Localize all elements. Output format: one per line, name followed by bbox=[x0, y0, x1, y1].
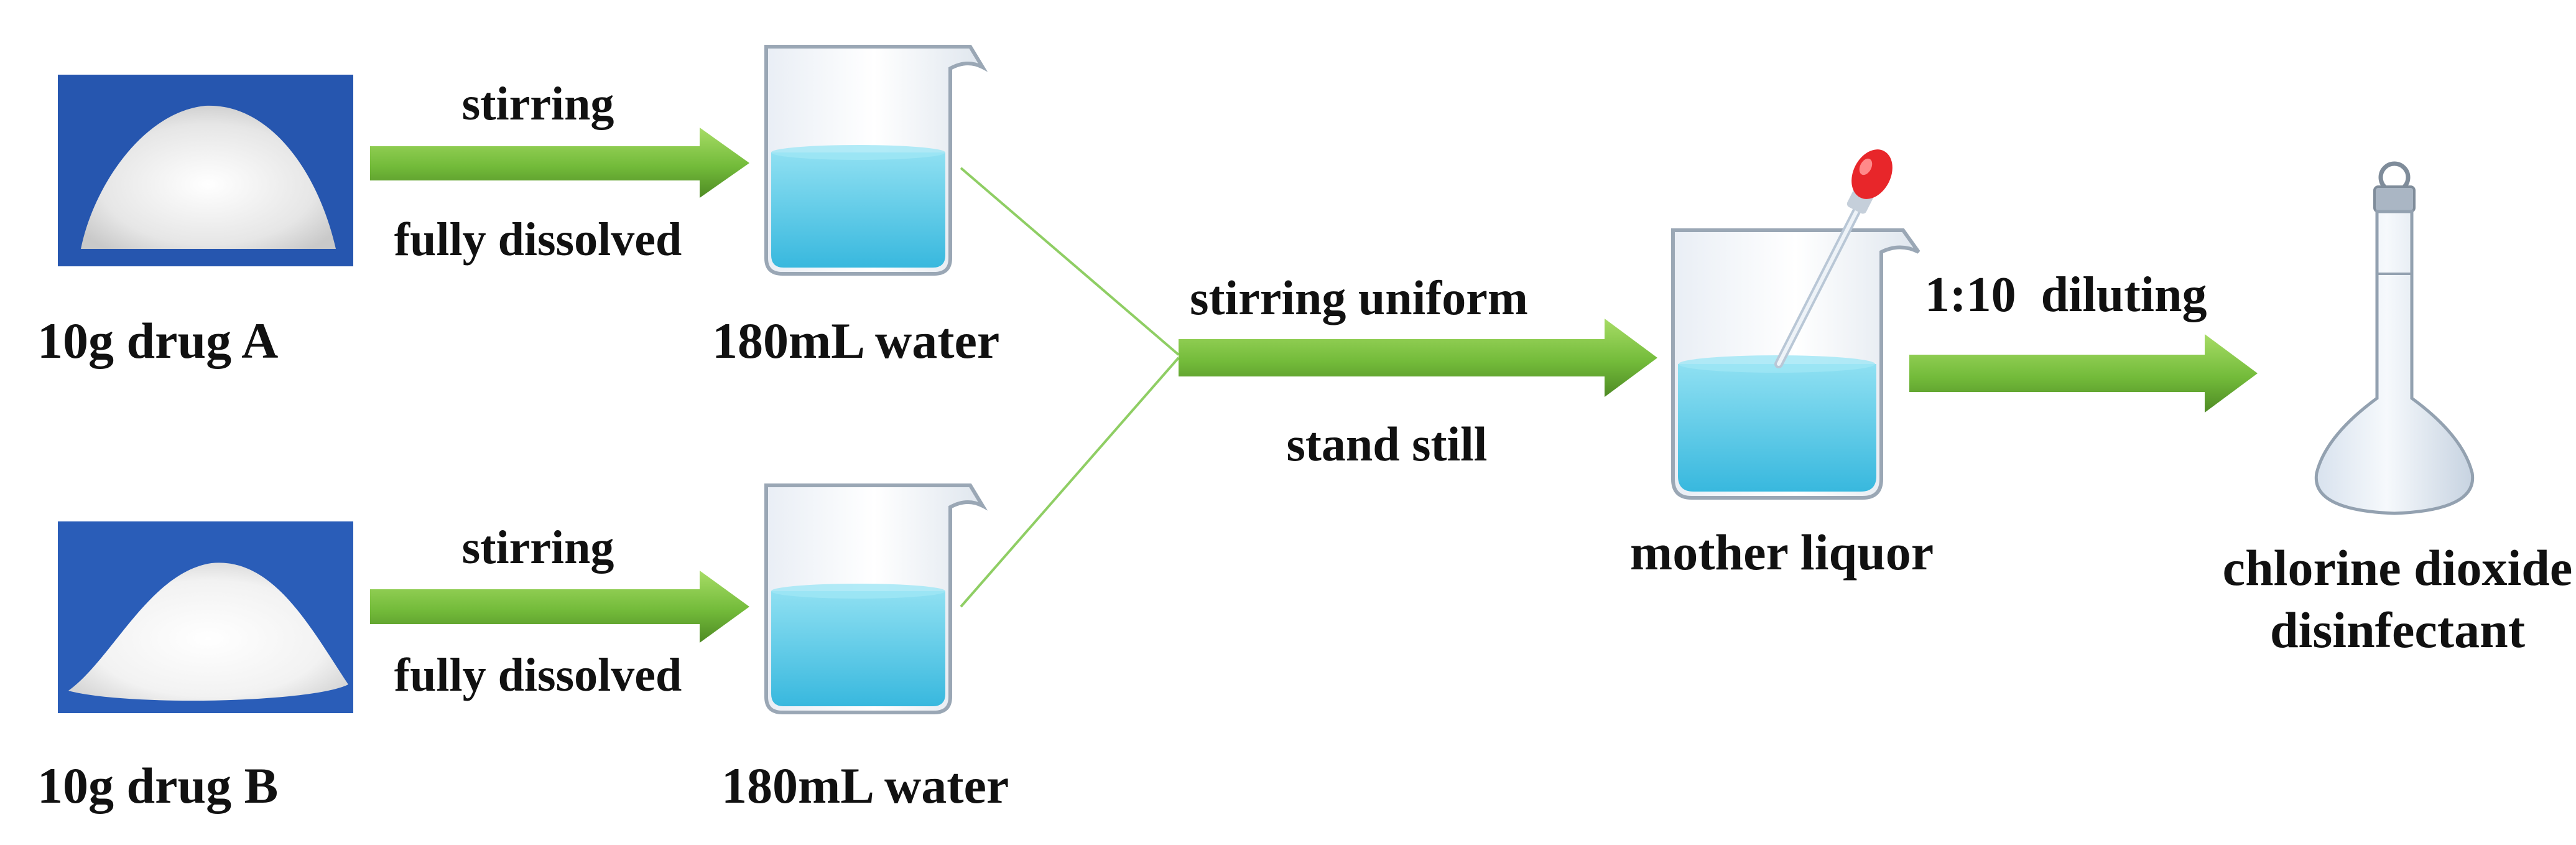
mother-liquor-label: mother liquor bbox=[1630, 524, 1934, 581]
product-label-line1: chlorine dioxide bbox=[2223, 539, 2573, 596]
drug-a-water-label: 180mL water bbox=[712, 312, 999, 369]
mix-step-bottom: stand still bbox=[1287, 417, 1488, 471]
volumetric-flask-icon bbox=[2314, 161, 2475, 515]
arrow-dissolve-b bbox=[370, 571, 749, 643]
powder-heap-icon bbox=[81, 105, 336, 249]
merge-line-top bbox=[960, 167, 1180, 356]
drug-a-photo bbox=[58, 75, 353, 266]
beaker-icon bbox=[764, 45, 988, 276]
dropper-icon bbox=[1774, 149, 1893, 368]
arrow-dissolve-a bbox=[370, 128, 749, 198]
drug-b-photo bbox=[58, 521, 353, 713]
beaker-icon bbox=[1671, 228, 1920, 500]
drug-b-step-bottom: fully dissolved bbox=[394, 649, 682, 701]
beaker-icon bbox=[764, 483, 988, 714]
drug-b-label: 10g drug B bbox=[37, 757, 278, 814]
drug-a-step-bottom: fully dissolved bbox=[394, 213, 682, 266]
dilute-step: 1:10 diluting bbox=[1925, 268, 2207, 322]
arrow-mix bbox=[1179, 319, 1657, 397]
drug-a-step-top: stirring bbox=[462, 78, 614, 130]
mix-step-top: stirring uniform bbox=[1190, 271, 1528, 325]
drug-b-step-top: stirring bbox=[462, 521, 614, 574]
drug-b-water-label: 180mL water bbox=[721, 757, 1009, 814]
merge-line-bottom bbox=[960, 357, 1180, 608]
arrow-dilute bbox=[1909, 334, 2258, 413]
powder-heap-icon bbox=[68, 563, 348, 701]
drug-a-label: 10g drug A bbox=[37, 312, 278, 369]
product-label-line2: disinfectant bbox=[2270, 602, 2525, 658]
